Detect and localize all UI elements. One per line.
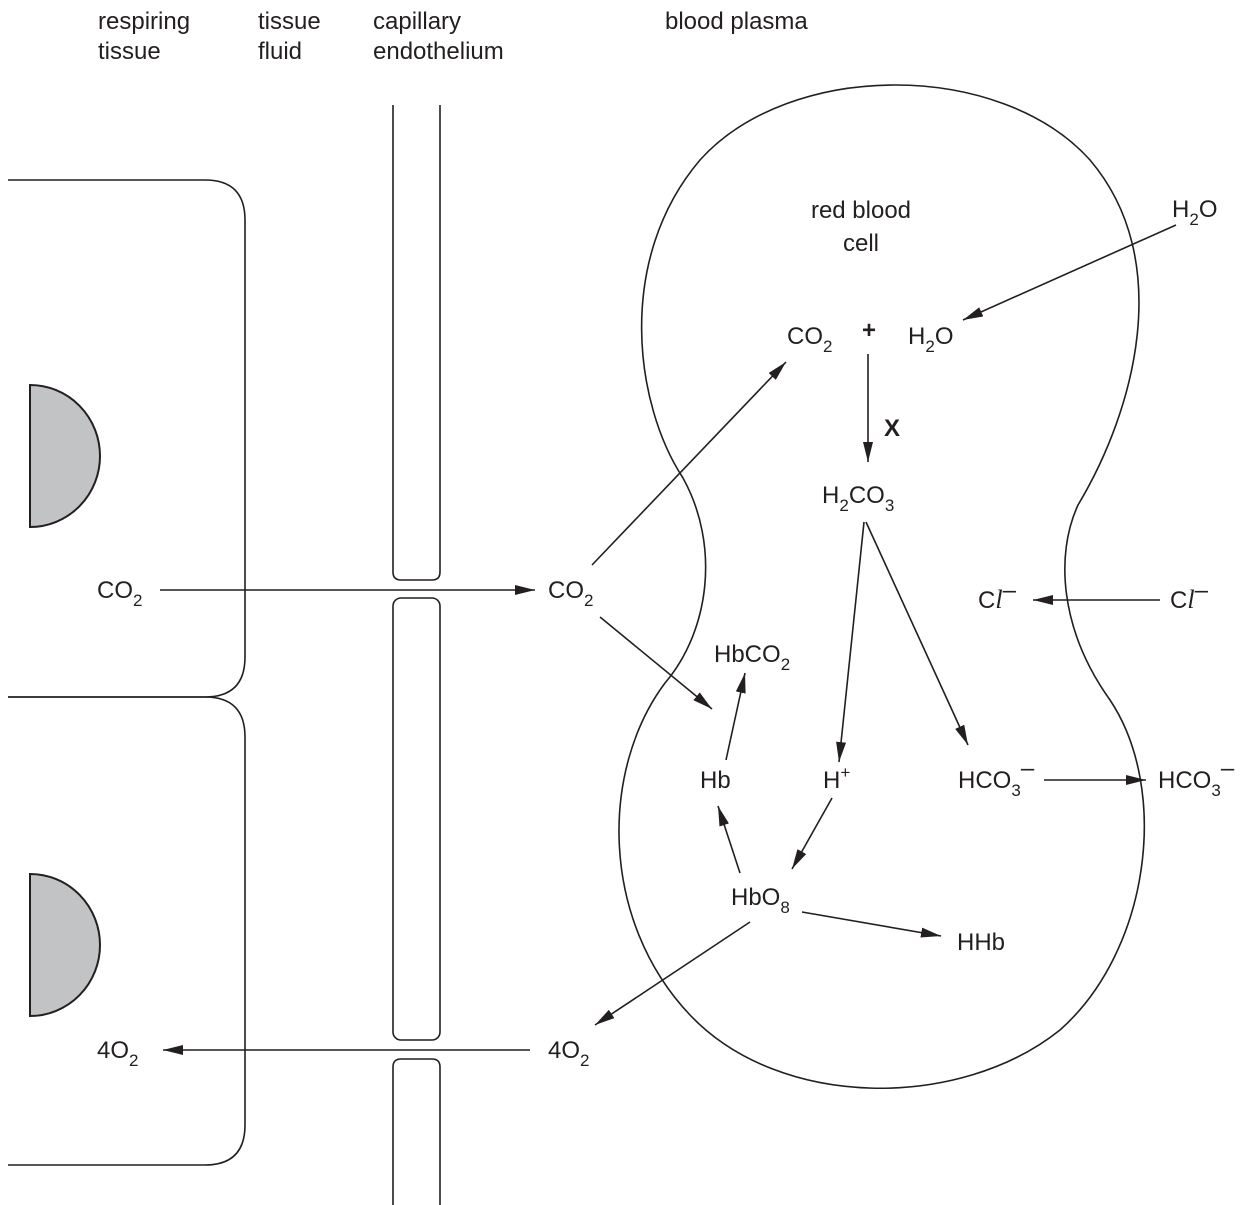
label-co2-tissue: CO2	[97, 577, 142, 610]
arrow-co2-into-cell	[591, 361, 787, 566]
arrow-hb-to-hbco2	[725, 672, 746, 761]
header-capillary-endothelium-line1: capillary	[373, 8, 462, 35]
arrow-h2co3-to-hco3	[865, 521, 969, 746]
arrow-hbo8-to-hhb	[801, 911, 942, 938]
label-o2-plasma: 4O2	[548, 1037, 589, 1070]
header-respiring-tissue-line1: respiring	[98, 8, 191, 35]
endothelium-segment-bottom	[392, 1058, 441, 1205]
tissue-cell-upper	[8, 179, 246, 698]
label-chloride-cell: Cl–	[978, 577, 1017, 614]
header-tissue-fluid-line2: fluid	[258, 38, 303, 65]
header-respiring-tissue-line2: tissue	[98, 38, 161, 65]
label-plus: +	[862, 317, 876, 344]
label-h-plus: H+	[823, 763, 850, 794]
endothelium-segment-top	[392, 105, 441, 581]
label-hco3-cell: HCO3–	[958, 755, 1035, 800]
label-hbo8: HbO8	[731, 884, 790, 917]
label-h2o-cell: H2O	[908, 323, 953, 356]
rbc-label-line1: red blood	[811, 197, 911, 224]
arrow-co2-to-hb	[599, 616, 713, 710]
label-hhb: HHb	[957, 929, 1005, 956]
nucleus-upper	[29, 383, 101, 529]
label-co2-plasma: CO2	[548, 577, 593, 610]
arrow-h2co3-to-hplus	[836, 521, 865, 763]
label-enzyme-x: X	[884, 415, 900, 442]
header-tissue-fluid: tissue fluid	[258, 7, 321, 67]
header-tissue-fluid-line1: tissue	[258, 8, 321, 35]
red-blood-cell-outline	[618, 84, 1146, 1090]
label-hb: Hb	[700, 767, 731, 794]
label-h2co3: H2CO3	[822, 482, 894, 515]
label-hco3-plasma: HCO3–	[1158, 755, 1235, 800]
label-hbco2: HbCO2	[714, 641, 790, 674]
header-capillary-endothelium: capillary endothelium	[373, 7, 504, 67]
arrow-hplus-to-hbo8	[791, 797, 833, 870]
label-chloride-plasma: Cl–	[1170, 577, 1209, 614]
rbc-label-line2: cell	[843, 230, 879, 257]
arrow-hbo8-to-o2	[594, 921, 751, 1026]
arrow-water-into-cell	[962, 224, 1177, 321]
endothelium-segment-middle	[392, 597, 441, 1041]
label-o2-tissue: 4O2	[97, 1037, 138, 1070]
header-respiring-tissue: respiring tissue	[98, 7, 190, 67]
nucleus-lower	[29, 872, 101, 1018]
arrow-hbo8-to-hb	[717, 805, 741, 874]
header-blood-plasma: blood plasma	[665, 8, 808, 35]
label-co2-cell: CO2	[787, 323, 832, 356]
header-capillary-endothelium-line2: endothelium	[373, 38, 504, 65]
tissue-cell-lower	[8, 696, 246, 1166]
label-h2o-plasma: H2O	[1172, 196, 1217, 229]
